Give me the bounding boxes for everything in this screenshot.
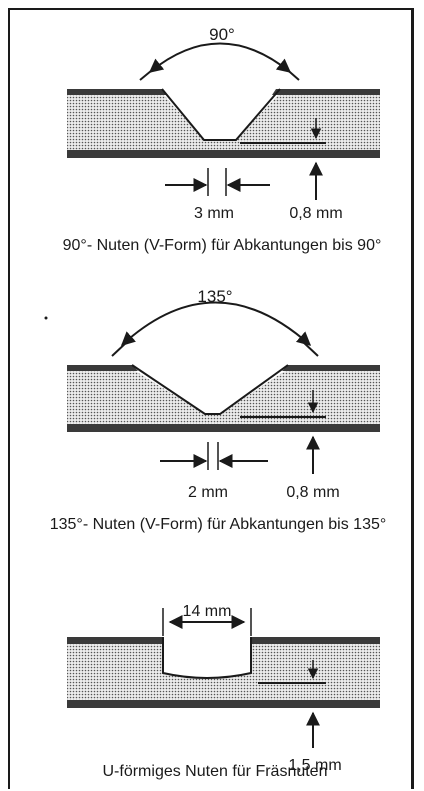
- caption: 90°- Nuten (V-Form) für Abkantungen bis …: [63, 237, 382, 254]
- depth-label: 1,5 mm: [288, 757, 341, 774]
- depth-label: 0,8 mm: [289, 205, 342, 222]
- gap-label: 3 mm: [194, 205, 234, 222]
- caption: 135°- Nuten (V-Form) für Abkantungen bis…: [50, 516, 387, 533]
- angle-tick-left: [139, 65, 158, 81]
- panel-core: [67, 369, 380, 427]
- diagram-90-degree: 90° 3 mm 0,8 mm 90°- Nuten (V-Form) für …: [63, 25, 382, 254]
- figure-frame: [8, 8, 414, 789]
- bottom-sheet: [67, 424, 380, 432]
- diagram-u-groove: 14 mm 1,5 mm U-förmiges Nuten für Fräsnu…: [67, 603, 380, 780]
- stray-mark: [44, 316, 48, 320]
- v-groove-outline: [131, 364, 289, 415]
- angle-arc: [148, 42, 292, 73]
- angle-tick-right: [282, 65, 300, 81]
- u-groove-outline: [162, 637, 252, 679]
- angle-label: 90°: [209, 25, 235, 44]
- top-sheet-right: [282, 365, 380, 371]
- top-sheet-left: [67, 89, 166, 95]
- angle-arc: [120, 301, 312, 346]
- diagram-135-degree: 135° 2 mm 0,8 mm 135°- Nuten (V-Form) fü…: [44, 287, 387, 533]
- angle-tick-right: [301, 340, 319, 357]
- panel-core: [67, 93, 380, 152]
- bottom-sheet: [67, 150, 380, 158]
- caption: U-förmiges Nuten für Fräsnuten: [103, 763, 328, 780]
- top-sheet-left: [67, 365, 138, 371]
- depth-label: 0,8 mm: [286, 484, 339, 501]
- top-sheet-right: [251, 637, 380, 644]
- gap-label: 2 mm: [188, 484, 228, 501]
- v-groove-outline: [161, 88, 281, 141]
- angle-label: 135°: [197, 287, 232, 306]
- top-sheet-right: [272, 89, 380, 95]
- angle-tick-left: [111, 340, 129, 357]
- width-label: 14 mm: [183, 603, 232, 620]
- top-sheet-left: [67, 637, 163, 644]
- bottom-sheet: [67, 700, 380, 708]
- panel-core: [67, 642, 380, 702]
